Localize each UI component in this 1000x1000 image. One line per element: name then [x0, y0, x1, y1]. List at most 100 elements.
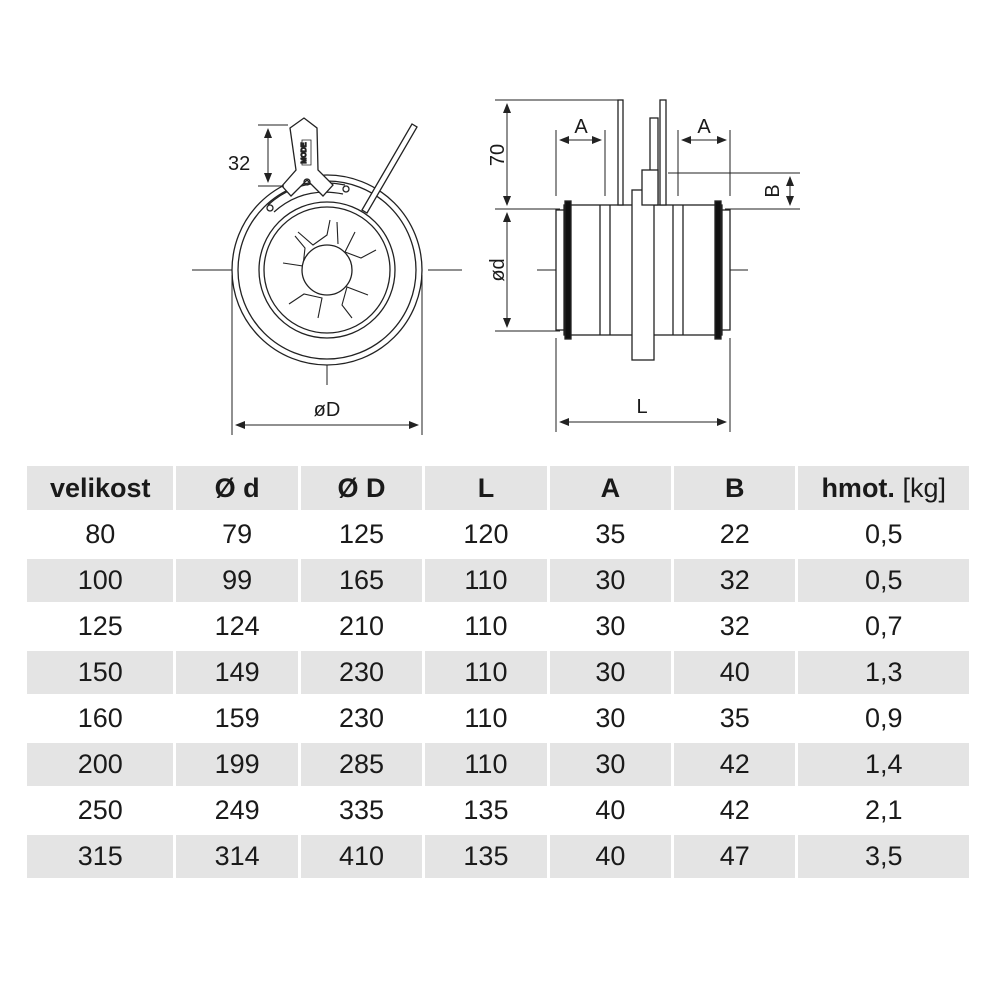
- cell-a: 30: [549, 605, 672, 648]
- header-weight-label: hmot.: [821, 472, 895, 503]
- cell-weight: 1,4: [798, 743, 969, 786]
- label-dim-inner-diameter: ød: [487, 258, 509, 281]
- cell-outer-diameter: 230: [300, 651, 423, 694]
- dim-side-vertical: [495, 99, 620, 332]
- cell-length: 110: [425, 559, 547, 602]
- damper-body: [258, 201, 396, 339]
- cell-weight: 0,7: [798, 605, 969, 648]
- cell-weight: 3,5: [798, 835, 969, 878]
- header-weight: hmot. [kg]: [798, 466, 969, 510]
- label-dim-a-left: A: [574, 116, 588, 138]
- cell-a: 40: [549, 789, 672, 832]
- cell-a: 35: [549, 513, 672, 556]
- cell-length: 120: [425, 513, 547, 556]
- svg-text:MODE: MODE: [301, 142, 308, 163]
- dim-length: [555, 338, 731, 432]
- handle-stem: [659, 99, 667, 206]
- cell-inner-diameter: 79: [176, 513, 298, 556]
- actuator-stem: [617, 99, 624, 206]
- left-flange: [555, 209, 565, 331]
- cell-weight: 1,3: [798, 651, 969, 694]
- dim-a-right: [677, 130, 731, 196]
- header-b: B: [674, 466, 796, 510]
- right-flange: [721, 209, 731, 331]
- cell-outer-diameter: 210: [300, 605, 423, 648]
- header-inner-diameter: Ø d: [176, 466, 298, 510]
- cell-inner-diameter: 124: [176, 605, 298, 648]
- label-dim-length: L: [636, 396, 647, 418]
- cell-a: 30: [549, 559, 672, 602]
- technical-drawing: MODE 32 øD: [192, 99, 800, 435]
- cell-size: 150: [27, 651, 174, 694]
- cell-length: 110: [425, 743, 547, 786]
- header-a: A: [549, 466, 672, 510]
- cell-size: 250: [27, 789, 174, 832]
- cell-length: 135: [425, 835, 547, 878]
- side-view: [495, 99, 800, 432]
- label-dim-70: 70: [487, 144, 509, 166]
- cell-weight: 0,9: [798, 697, 969, 740]
- dim-32: [258, 124, 288, 187]
- header-length: L: [425, 466, 547, 510]
- damper-blades: [282, 219, 377, 319]
- cell-weight: 0,5: [798, 559, 969, 602]
- cell-outer-diameter: 410: [300, 835, 423, 878]
- cell-b: 22: [674, 513, 796, 556]
- cell-a: 30: [549, 743, 672, 786]
- cell-weight: 0,5: [798, 513, 969, 556]
- cell-size: 125: [27, 605, 174, 648]
- cell-size: 100: [27, 559, 174, 602]
- cell-b: 47: [674, 835, 796, 878]
- cell-a: 30: [549, 651, 672, 694]
- cell-inner-diameter: 99: [176, 559, 298, 602]
- cell-length: 110: [425, 697, 547, 740]
- label-dim-32: 32: [228, 153, 250, 175]
- cell-b: 35: [674, 697, 796, 740]
- cell-outer-diameter: 285: [300, 743, 423, 786]
- label-dim-a-right: A: [697, 116, 711, 138]
- cell-size: 200: [27, 743, 174, 786]
- cell-a: 30: [549, 697, 672, 740]
- cell-outer-diameter: 335: [300, 789, 423, 832]
- cell-weight: 2,1: [798, 789, 969, 832]
- mounting-plate: [631, 189, 655, 361]
- cell-b: 42: [674, 743, 796, 786]
- cell-b: 32: [674, 559, 796, 602]
- handle: MODE: [281, 117, 334, 197]
- cell-b: 32: [674, 605, 796, 648]
- hub: [301, 244, 353, 296]
- cell-inner-diameter: 149: [176, 651, 298, 694]
- table-header-row: velikost Ø d Ø D L A B hmot. [kg]: [27, 466, 969, 510]
- cell-outer-diameter: 165: [300, 559, 423, 602]
- cell-inner-diameter: 159: [176, 697, 298, 740]
- header-outer-diameter: Ø D: [300, 466, 423, 510]
- cell-size: 80: [27, 513, 174, 556]
- cell-length: 135: [425, 789, 547, 832]
- label-dim-outer-diameter: øD: [314, 399, 341, 421]
- header-weight-unit: [kg]: [902, 472, 946, 503]
- dim-a-left: [555, 130, 606, 196]
- cell-outer-diameter: 230: [300, 697, 423, 740]
- label-dim-b: B: [762, 184, 784, 197]
- right-gasket: [714, 200, 722, 340]
- dim-outer-diameter: [231, 275, 423, 435]
- cell-size: 160: [27, 697, 174, 740]
- dim-b: [668, 172, 800, 210]
- cell-size: 315: [27, 835, 174, 878]
- cell-a: 40: [549, 835, 672, 878]
- header-size: velikost: [27, 466, 174, 510]
- cell-b: 40: [674, 651, 796, 694]
- actuator-rod: [361, 123, 418, 214]
- cell-inner-diameter: 314: [176, 835, 298, 878]
- cell-inner-diameter: 199: [176, 743, 298, 786]
- cell-b: 42: [674, 789, 796, 832]
